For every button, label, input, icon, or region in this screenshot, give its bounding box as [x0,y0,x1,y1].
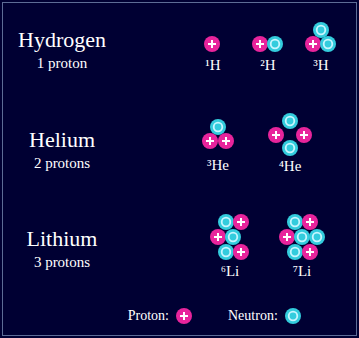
legend-entry: Proton: [128,308,192,324]
lithium-7-nucleus [279,214,325,260]
hydrogen-3-nucleus [305,22,336,52]
swatch-mark [285,308,301,324]
proton-count: 3 protons [34,254,90,271]
proton-count: 1 proton [37,55,87,72]
isotope-symbol: ²H [260,57,275,74]
hydrogen-2-nucleus [252,36,283,52]
isotope-symbol: ⁴He [279,158,302,175]
isotope-symbol: ⁶Li [221,263,240,280]
hydrogen-1-nucleus [204,36,220,52]
helium-4-nucleus [268,113,312,156]
element-name: Hydrogen [18,27,106,52]
element-name: Lithium [27,226,98,251]
isotope-symbol: ³H [313,57,328,74]
isotope-symbol: ¹H [205,57,220,74]
legend-text: Neutron: [228,308,278,324]
isotope-symbol: ³He [207,157,229,174]
proton-count: 2 protons [34,155,90,172]
legend-entry: Neutron: [228,308,301,324]
proton-swatch [176,308,192,324]
lithium-6-nucleus [210,214,249,260]
isotope-symbol: ⁷Li [293,263,312,280]
legend-text: Proton: [128,308,169,324]
neutron-swatch [285,308,301,324]
frame [3,3,357,336]
swatch-mark [176,308,192,324]
element-name: Helium [29,127,95,152]
helium-3-nucleus [202,119,234,149]
